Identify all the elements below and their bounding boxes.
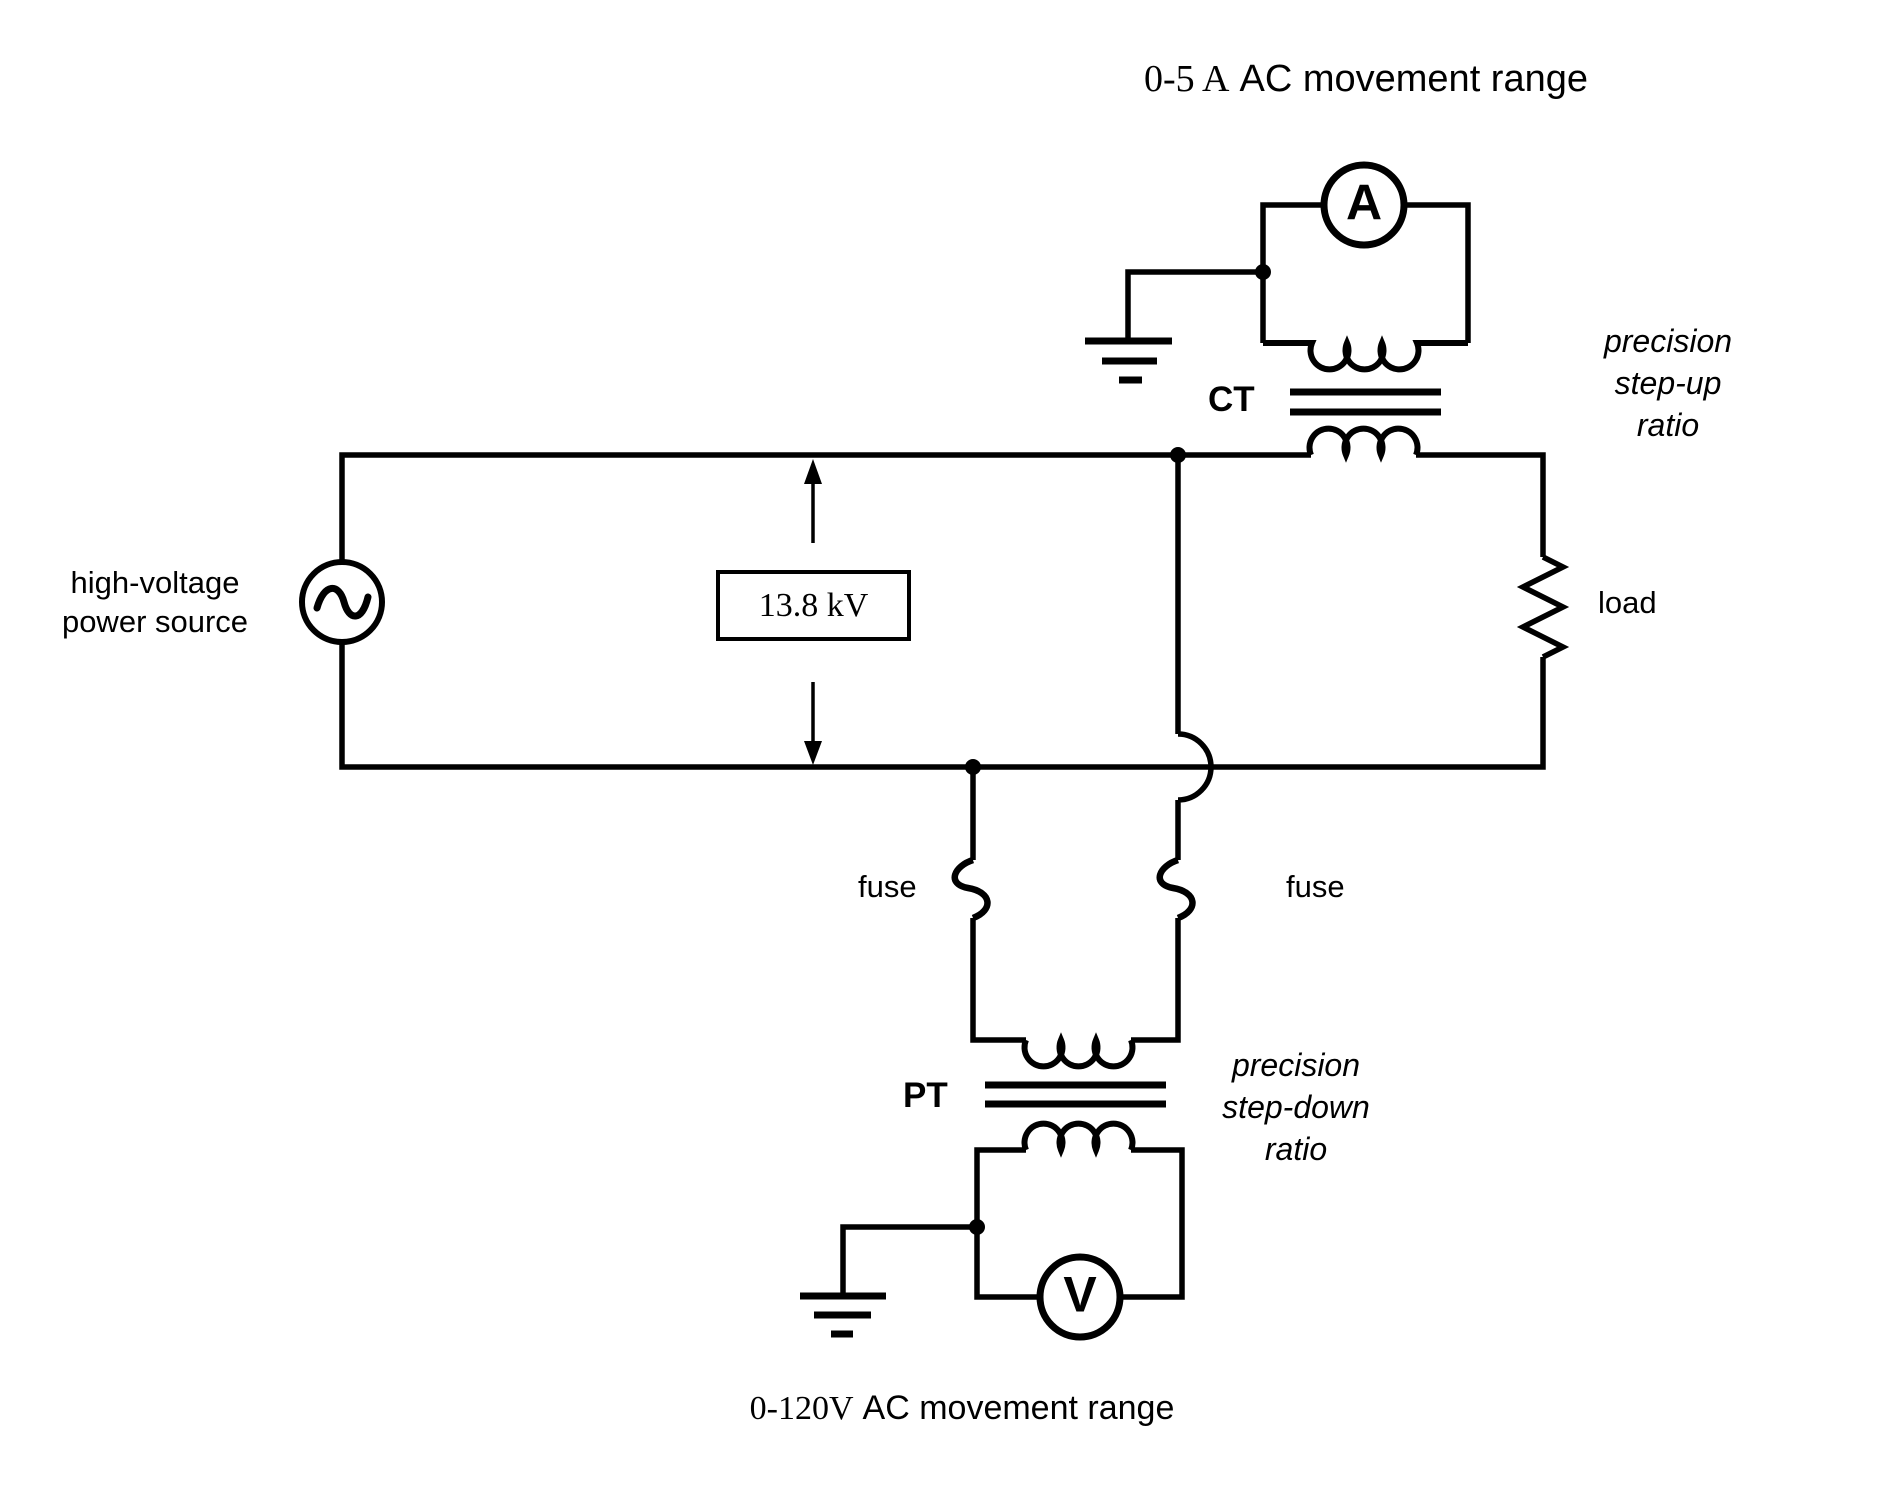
step-down-line2: step-down bbox=[1222, 1089, 1370, 1126]
fuse-label-left: fuse bbox=[858, 869, 917, 904]
power-source-label: high-voltage power source bbox=[62, 564, 248, 642]
step-down-line3: ratio bbox=[1264, 1131, 1328, 1168]
voltage-box: 13.8 kV bbox=[716, 570, 911, 641]
junction-dot bbox=[969, 1219, 985, 1235]
ammeter-range-text: AC movement range bbox=[1239, 58, 1589, 100]
fuse-icon-right bbox=[1156, 856, 1196, 922]
voltmeter-icon bbox=[1036, 1253, 1124, 1341]
ct-label: CT bbox=[1208, 380, 1255, 419]
ammeter-letter: A bbox=[1345, 174, 1383, 231]
step-up-line3: ratio bbox=[1636, 407, 1700, 444]
fuse-icon-left bbox=[951, 856, 991, 922]
top-bus-wire-right bbox=[1416, 452, 1546, 557]
voltmeter-letter: V bbox=[1063, 1266, 1097, 1323]
ammeter-range-value: 0-5 A bbox=[1144, 58, 1230, 100]
pt-secondary-coil bbox=[1021, 1120, 1136, 1158]
power-source-line1: high-voltage bbox=[70, 565, 240, 600]
load-resistor-icon bbox=[1516, 554, 1570, 660]
pt-branch-right bbox=[1131, 455, 1214, 1043]
ground-icon-voltmeter bbox=[800, 1292, 886, 1338]
pt-primary-coil bbox=[1021, 1032, 1136, 1070]
voltmeter-ground-wire bbox=[840, 1224, 977, 1293]
voltmeter-range-value: 0-120V bbox=[749, 1390, 854, 1427]
pt-label: PT bbox=[903, 1076, 948, 1115]
power-source-line2: power source bbox=[61, 603, 249, 639]
ammeter-loop bbox=[1260, 202, 1471, 343]
step-up-ratio-label: precision step-up ratio bbox=[1604, 320, 1732, 447]
voltmeter-range-text: AC movement range bbox=[862, 1389, 1175, 1427]
step-up-line1: precision bbox=[1603, 323, 1733, 359]
ct-primary-coil bbox=[1306, 425, 1421, 463]
junction-dot bbox=[1170, 447, 1186, 463]
ct-secondary-coil bbox=[1263, 335, 1468, 373]
ground-icon-ammeter bbox=[1085, 337, 1172, 384]
top-bus-wire bbox=[339, 452, 1311, 563]
fuse-label-right: fuse bbox=[1286, 869, 1345, 904]
ammeter-ground-wire bbox=[1125, 269, 1263, 340]
bottom-bus-wire bbox=[339, 641, 1546, 770]
voltage-value: 13.8 kV bbox=[758, 586, 869, 624]
step-down-line1: precision bbox=[1231, 1047, 1361, 1083]
junction-dot bbox=[1255, 264, 1271, 280]
pt-core bbox=[985, 1081, 1166, 1108]
step-down-ratio-label: precision step-down ratio bbox=[1222, 1044, 1370, 1171]
ammeter-icon bbox=[1320, 161, 1408, 249]
voltage-arrow-up bbox=[804, 459, 822, 543]
pt-branch-left bbox=[970, 767, 1026, 1043]
sine-wave-icon bbox=[313, 585, 372, 620]
load-label: load bbox=[1598, 585, 1657, 620]
junction-dot bbox=[965, 759, 981, 775]
step-up-line2: step-up bbox=[1614, 365, 1722, 402]
voltage-arrow-down bbox=[804, 682, 822, 765]
ct-core bbox=[1290, 388, 1441, 416]
